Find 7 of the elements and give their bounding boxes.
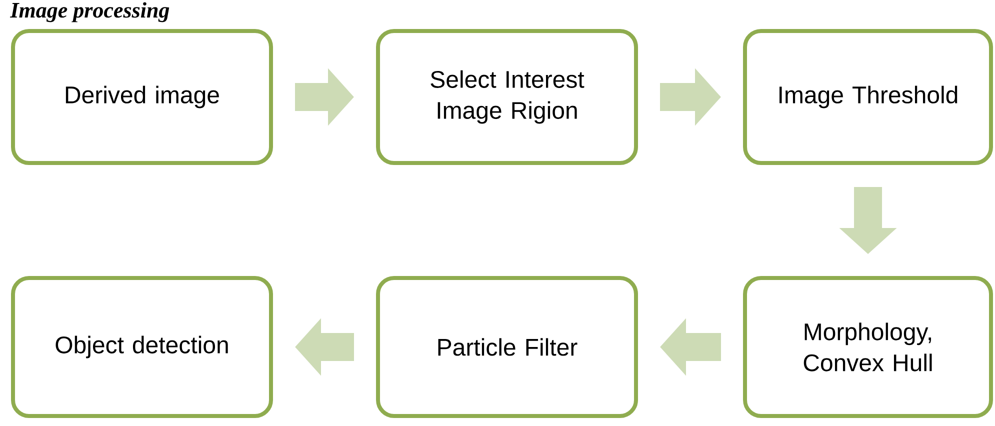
- heading: Image processing: [10, 2, 170, 22]
- process-box: Morphology, Convex Hull: [743, 276, 993, 418]
- process-box: Particle Filter: [376, 276, 638, 418]
- process-box: Select Interest Image Rigion: [376, 29, 638, 165]
- process-box: Object detection: [11, 276, 273, 418]
- process-box: Image Threshold: [743, 29, 993, 165]
- process-box: Derived image: [11, 29, 273, 165]
